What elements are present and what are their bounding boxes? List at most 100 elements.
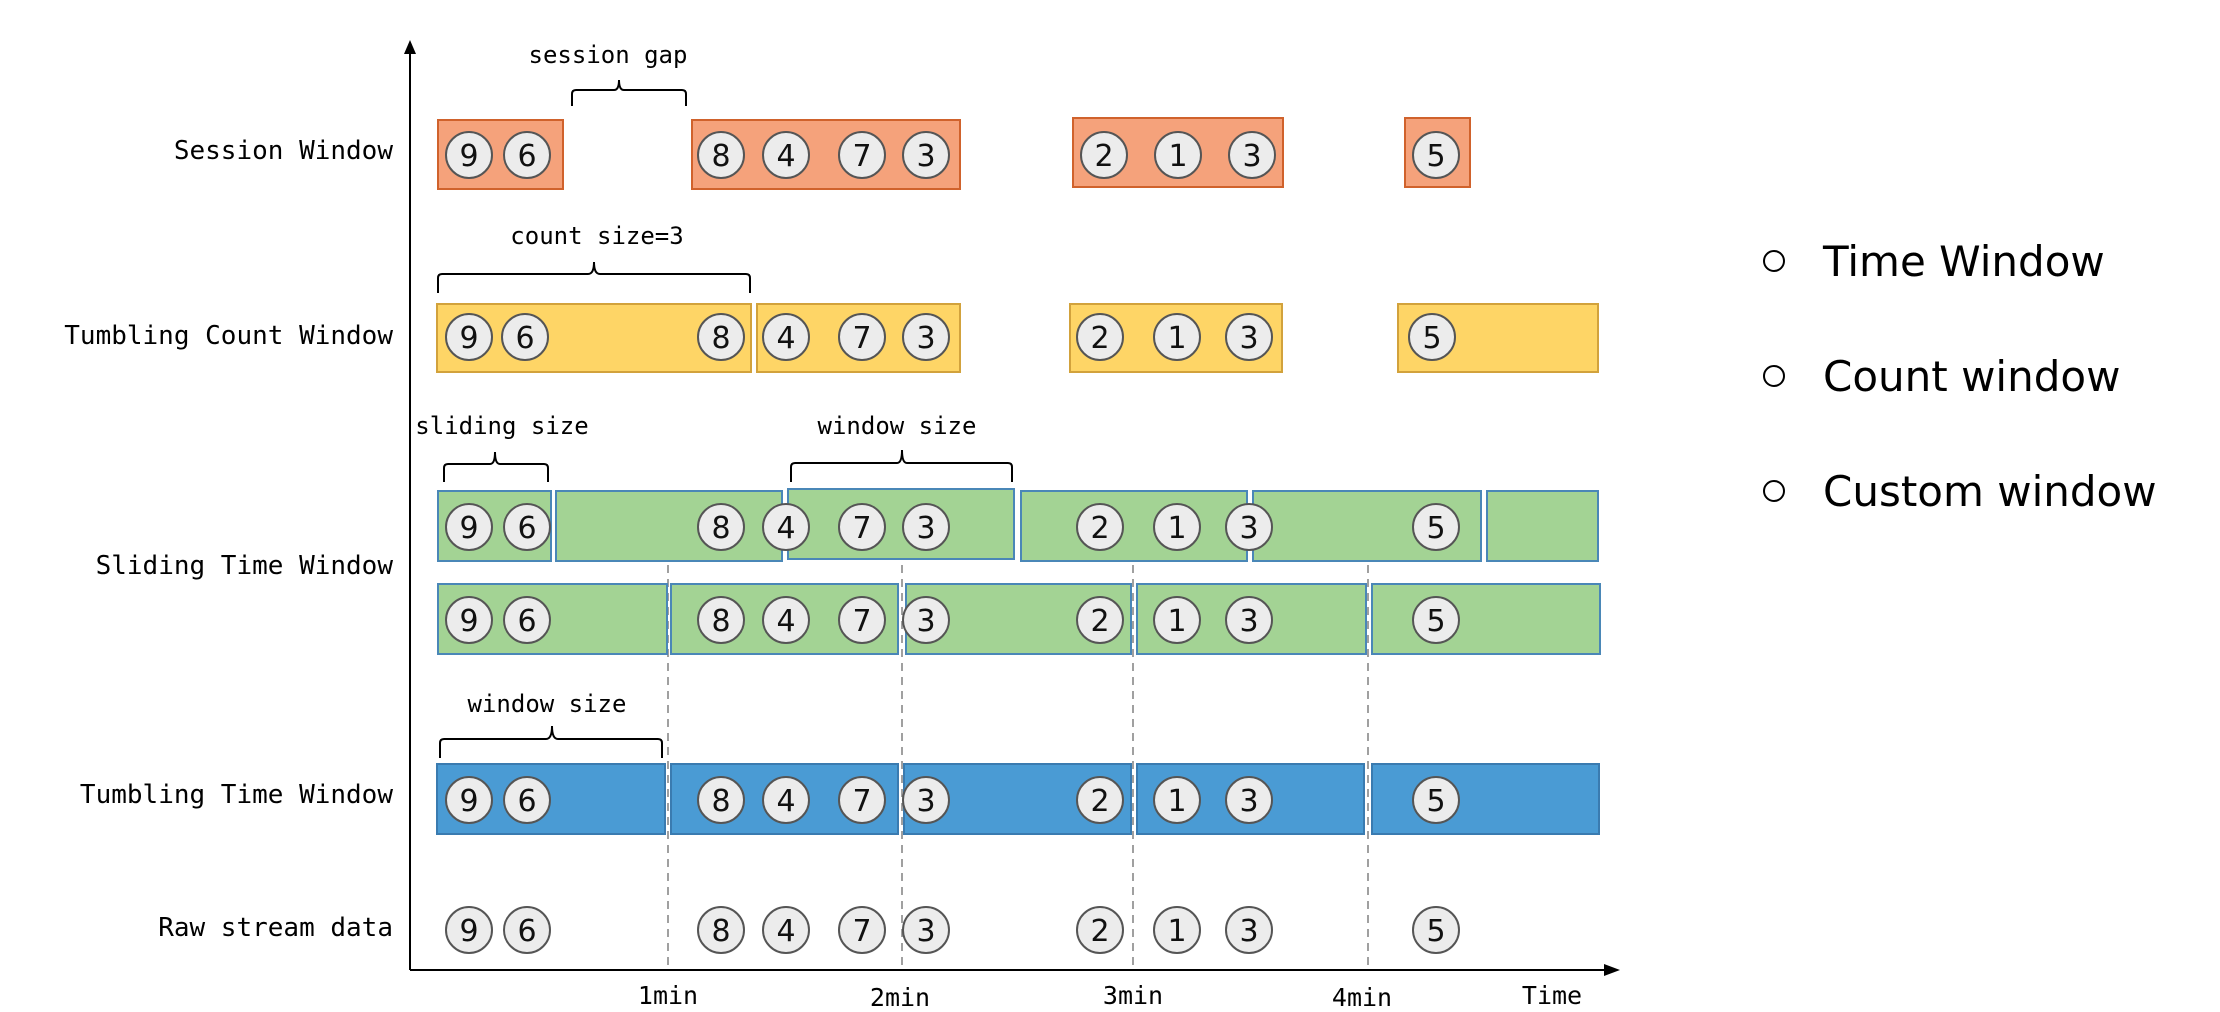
event-circle-session [902,131,950,179]
event-value-sliding-1: 7 [852,511,871,546]
event-value-tumbling: 8 [711,784,730,819]
event-value-sliding-2: 7 [852,604,871,639]
sliding-window [1371,583,1601,655]
event-circle-raw [1412,906,1460,954]
event-value-sliding-2: 3 [1239,604,1258,639]
session-gap-label: session gap [529,41,688,69]
event-value-sliding-2: 8 [711,604,730,639]
event-value-sliding-1: 5 [1426,511,1445,546]
event-circle-raw [445,906,493,954]
event-value-count: 3 [1239,321,1258,356]
event-value-sliding-1: 6 [517,511,536,546]
event-circle-count [1076,313,1124,361]
event-circle-sliding-1 [838,503,886,551]
sliding-window [1486,490,1599,562]
event-circle-raw [1076,906,1124,954]
event-value-raw: 2 [1090,914,1109,949]
circle-bullet-icon [1763,365,1785,387]
event-value-tumbling: 9 [459,784,478,819]
event-circle-session [1080,131,1128,179]
event-value-sliding-2: 9 [459,604,478,639]
event-circle-tumbling [902,776,950,824]
event-value-raw: 3 [1239,914,1258,949]
tick-label-4min: 4min [1332,983,1392,1012]
event-value-raw: 6 [517,914,536,949]
event-value-sliding-2: 3 [916,604,935,639]
event-circle-sliding-2 [697,596,745,644]
event-value-session: 9 [459,139,478,174]
count-size-bracket [437,261,751,293]
event-circle-sliding-2 [1225,596,1273,644]
event-value-sliding-1: 4 [776,511,795,546]
row-label-sliding-time: Sliding Time Window [96,551,394,581]
bullet-item: Time Window [1763,230,2157,345]
row-label-raw: Raw stream data [158,913,393,943]
event-value-count: 9 [459,321,478,356]
bullet-text: Time Window [1823,237,2105,286]
event-value-tumbling: 1 [1167,784,1186,819]
event-circle-raw [697,906,745,954]
event-circle-raw [1225,906,1273,954]
axis-end-label-time: Time [1522,981,1582,1010]
circle-bullet-icon [1763,250,1785,272]
event-value-sliding-1: 2 [1090,511,1109,546]
event-value-count: 5 [1422,321,1441,356]
event-value-session: 5 [1426,139,1445,174]
bullet-item: Count window [1763,345,2157,460]
event-value-tumbling: 7 [852,784,871,819]
sliding-size-label: sliding size [415,412,588,440]
event-value-tumbling: 4 [776,784,795,819]
event-value-raw: 7 [852,914,871,949]
circle-bullet-icon [1763,480,1785,502]
count-size-label: count size=3 [510,222,683,250]
bullet-text: Custom window [1823,467,2157,516]
event-value-sliding-2: 5 [1426,604,1445,639]
event-value-sliding-1: 3 [1239,511,1258,546]
event-circle-sliding-2 [445,596,493,644]
event-circle-count [1153,313,1201,361]
event-value-sliding-2: 2 [1090,604,1109,639]
event-circle-count [902,313,950,361]
tick-label-2min: 2min [870,983,930,1012]
event-circle-sliding-1 [1076,503,1124,551]
event-circle-sliding-1 [503,503,551,551]
event-value-sliding-1: 9 [459,511,478,546]
event-value-session: 8 [711,139,730,174]
event-value-count: 3 [916,321,935,356]
event-circle-sliding-1 [1153,503,1201,551]
row-label-tumbling-time: Tumbling Time Window [80,780,393,810]
event-value-count: 4 [776,321,795,356]
event-circle-count [501,313,549,361]
event-circle-tumbling [697,776,745,824]
event-circle-tumbling [1153,776,1201,824]
event-circle-session [838,131,886,179]
event-value-count: 2 [1090,321,1109,356]
stream-windows-diagram: Session Window Tumbling Count Window Sli… [64,40,1620,1012]
event-circle-sliding-1 [697,503,745,551]
event-circle-session [503,131,551,179]
event-circle-sliding-1 [762,503,810,551]
event-circle-count [762,313,810,361]
session-windows [437,117,1471,190]
event-value-sliding-2: 6 [517,604,536,639]
event-value-tumbling: 6 [517,784,536,819]
event-value-count: 8 [711,321,730,356]
event-circle-sliding-1 [445,503,493,551]
event-value-session: 4 [776,139,795,174]
event-circle-sliding-2 [1076,596,1124,644]
event-circle-tumbling [503,776,551,824]
event-value-count: 7 [852,321,871,356]
event-value-sliding-2: 4 [776,604,795,639]
event-circle-raw [762,906,810,954]
window-types-list: Time Window Count window Custom window [1763,230,2157,575]
event-circle-count [1408,313,1456,361]
minute-gridlines [667,565,1369,970]
event-circle-count [1225,313,1273,361]
event-value-sliding-1: 8 [711,511,730,546]
event-circle-sliding-1 [902,503,950,551]
event-value-raw: 5 [1426,914,1445,949]
sliding-window-size-bracket [790,449,1013,482]
event-circle-raw [503,906,551,954]
sliding-window [787,488,1015,560]
